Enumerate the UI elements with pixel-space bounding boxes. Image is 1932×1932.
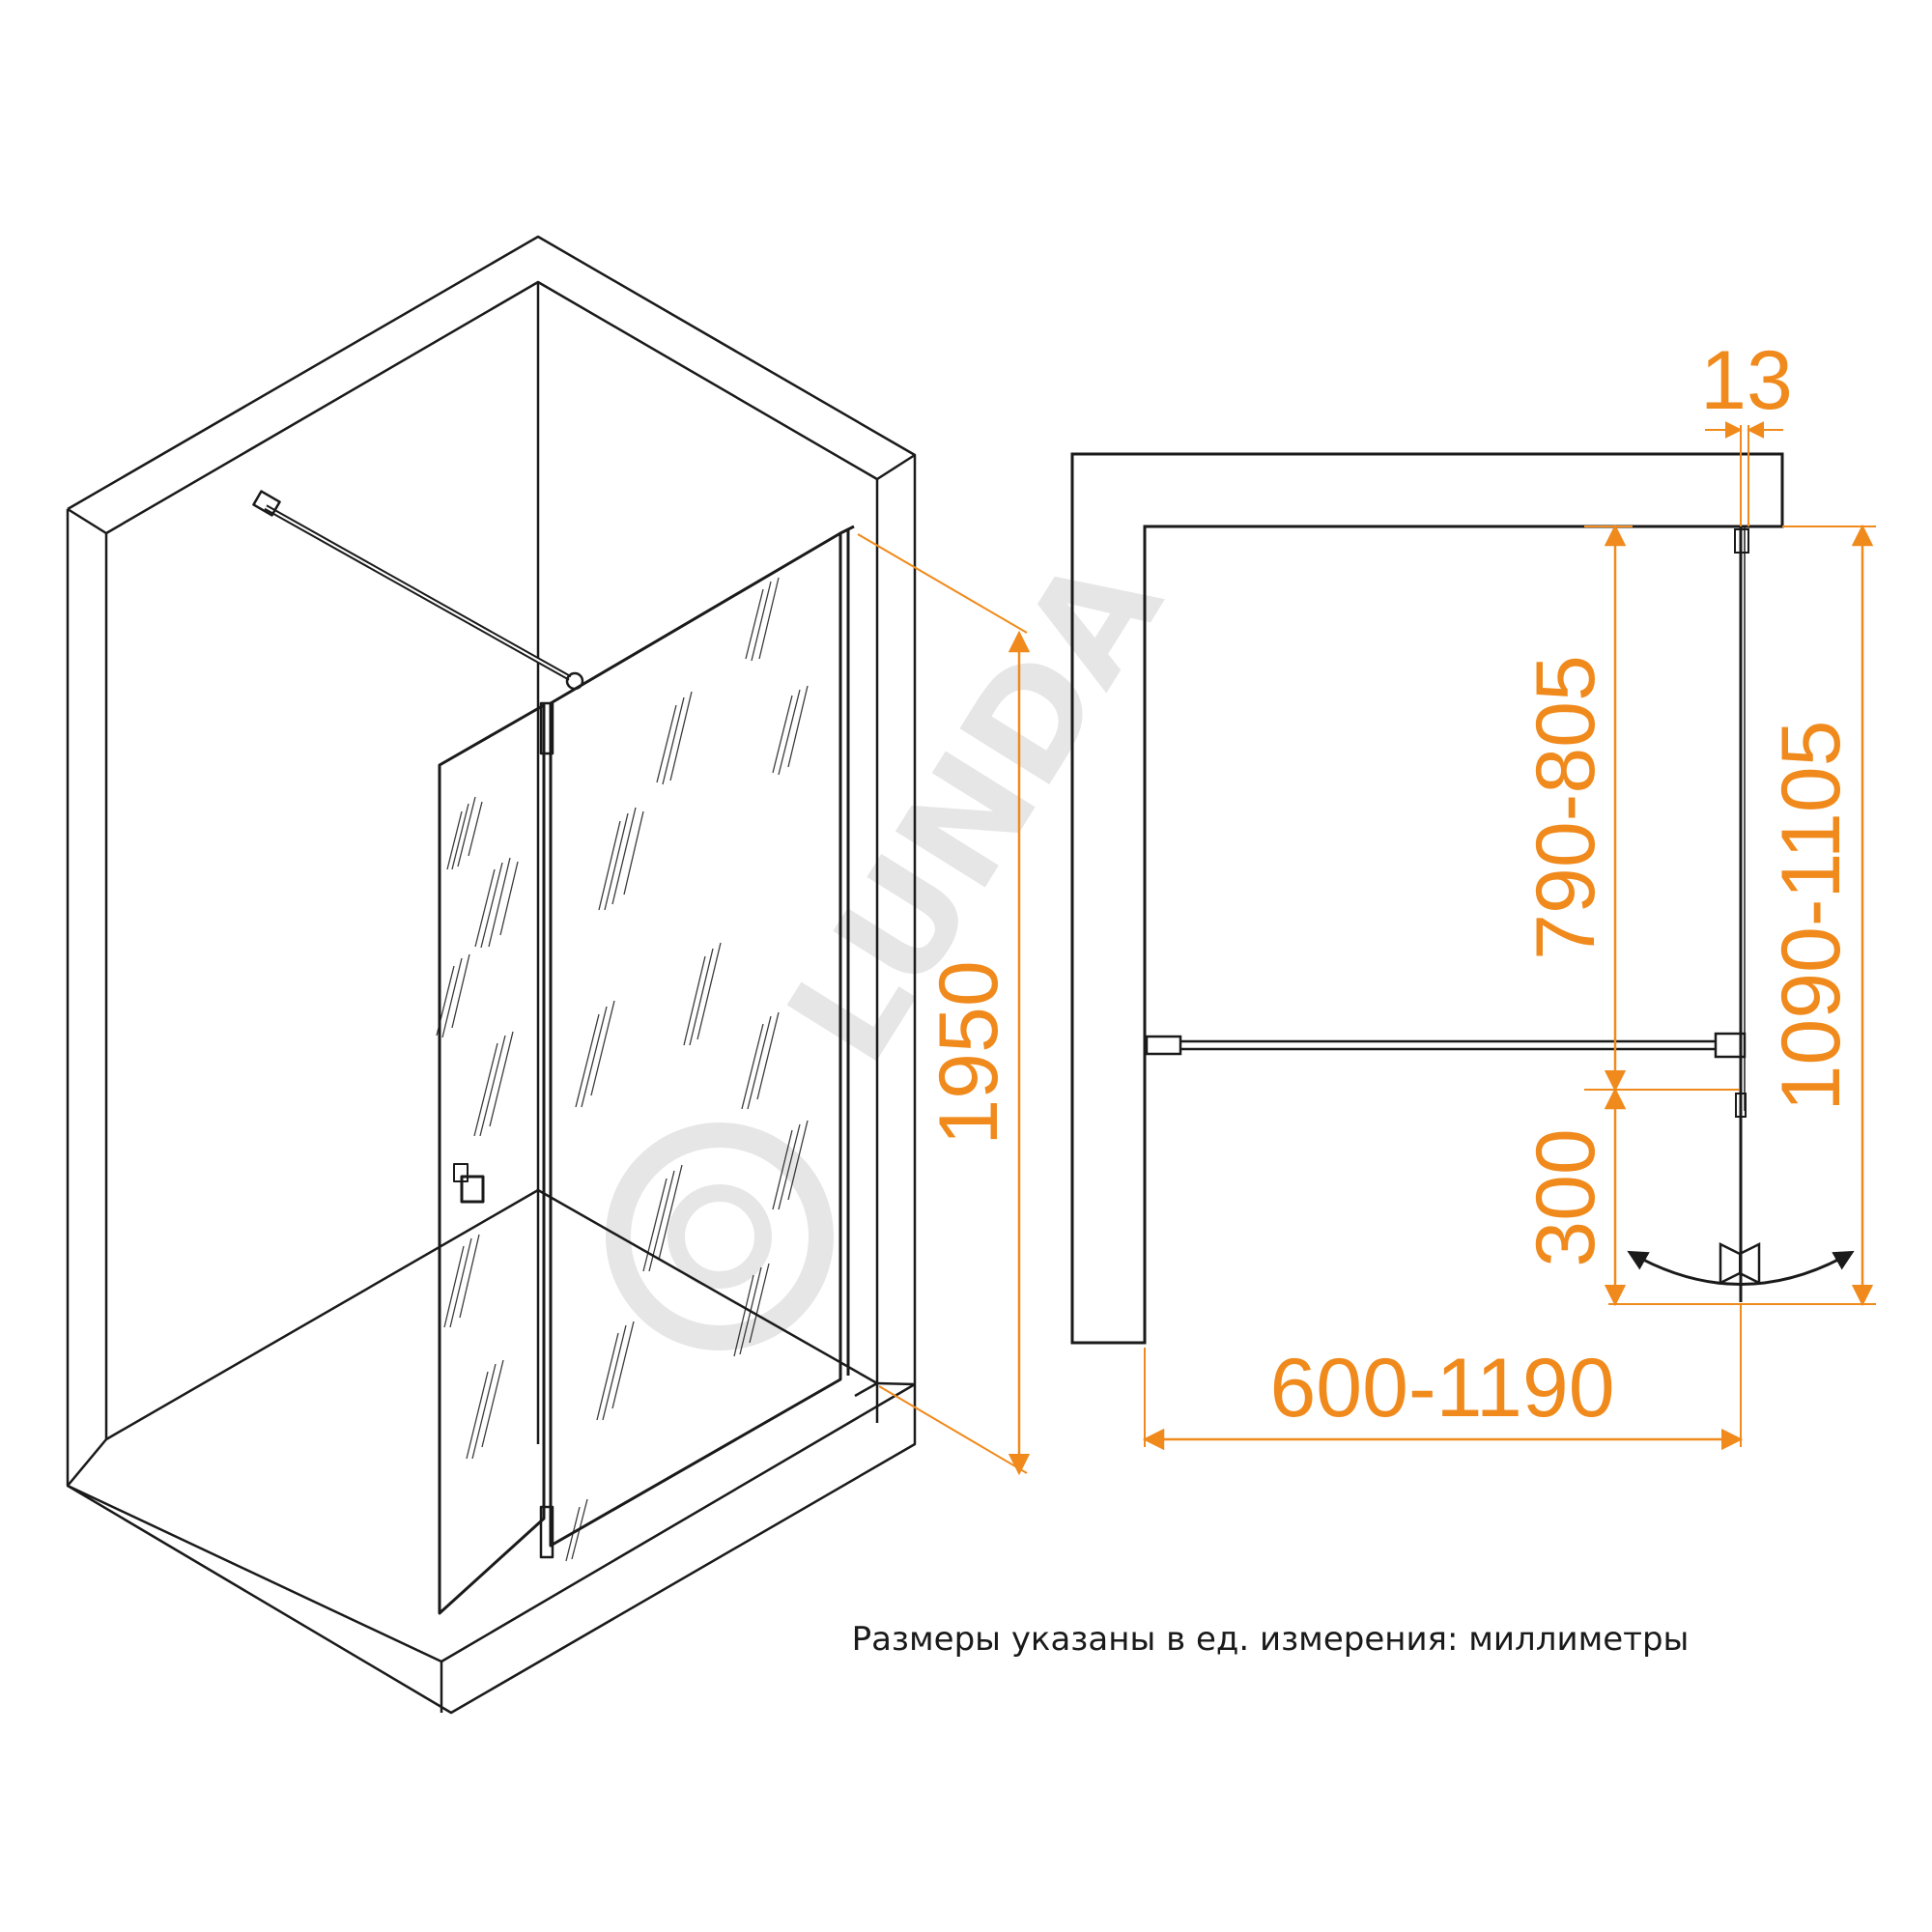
overall-width-label: 600-1190	[1269, 1342, 1614, 1435]
top-gap-label: 13	[1700, 334, 1793, 427]
height-dimension: 1950	[857, 533, 1031, 1476]
units-caption: Размеры указаны в ед. измерения: миллиме…	[852, 1620, 1690, 1659]
door-handle	[460, 1175, 485, 1204]
fixed-glass-panel	[549, 531, 842, 1548]
plan-dimensions	[1142, 421, 1876, 1451]
door-swing-arc	[1627, 1250, 1855, 1286]
plan-wall	[1070, 452, 1784, 1345]
tray-front	[67, 1382, 916, 1663]
tray-top	[105, 1188, 878, 1441]
isometric-view	[66, 235, 917, 1715]
hinge-top	[539, 701, 554, 755]
plan-view	[1070, 452, 1855, 1345]
height-label: 1950	[923, 960, 1015, 1145]
hinge-bottom	[539, 1505, 554, 1559]
door-glass-panel	[438, 703, 546, 1615]
back-wall-right	[537, 280, 878, 481]
total-depth-label: 1090-1105	[1765, 721, 1858, 1112]
fixed-panel-width-label: 790-805	[1520, 655, 1612, 960]
watermark: LUNDA	[606, 528, 1195, 1350]
glass-reflections	[436, 577, 809, 1562]
door-width-label: 300	[1520, 1128, 1612, 1267]
back-wall-left	[105, 280, 540, 1444]
